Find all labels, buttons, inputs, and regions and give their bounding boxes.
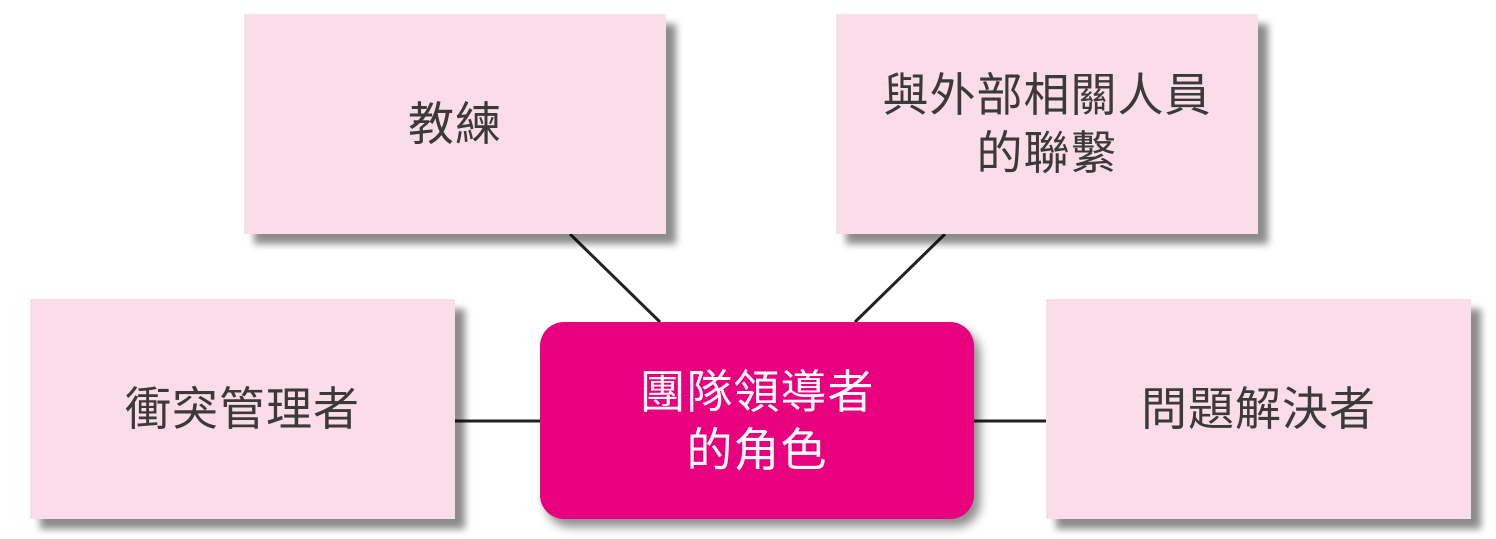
role-label-problem-solver: 問題解決者 [1141,382,1376,436]
role-label-liaison: 與外部相關人員 的聯繫 [882,68,1212,180]
role-label-conflict-manager: 衝突管理者 [125,382,360,436]
role-box-problem-solver: 問題解決者 [1046,299,1471,519]
role-box-conflict-manager: 衝突管理者 [30,299,455,519]
center-label: 團隊領導者 的角色 [639,364,875,477]
connector-coach [568,232,662,324]
center-box-team-leader-role: 團隊領導者 的角色 [540,322,974,519]
role-box-liaison: 與外部相關人員 的聯繫 [836,14,1258,234]
role-label-coach: 教練 [408,97,502,151]
role-box-coach: 教練 [244,14,666,234]
connector-liaison [853,232,947,324]
